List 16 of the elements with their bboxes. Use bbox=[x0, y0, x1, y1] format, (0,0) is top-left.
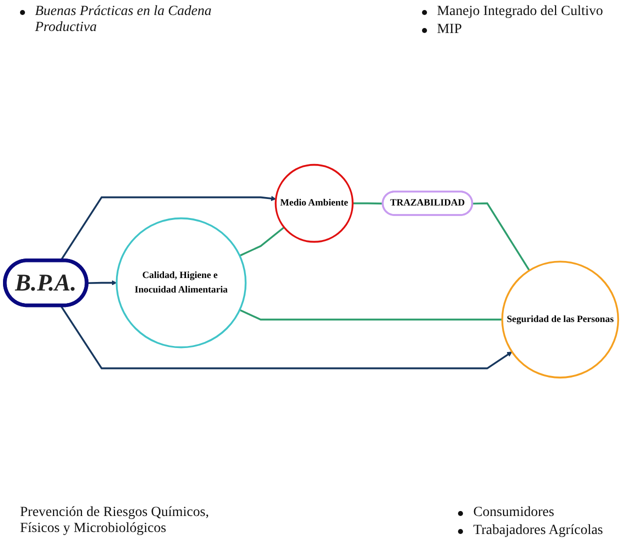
arrow bbox=[86, 280, 117, 286]
node-circle: Medio Ambiente bbox=[274, 164, 354, 244]
note-text: Prevención de Riesgos Químicos, Físicos y Microbiológicos bbox=[20, 505, 210, 537]
connector bbox=[239, 226, 285, 257]
bullet-text: MIP bbox=[436, 22, 462, 38]
connector bbox=[239, 309, 502, 321]
bullet-text: Buenas Prácticas en la Cadena Productiva bbox=[35, 4, 213, 36]
bullet-text: Manejo Integrado del Cultivo bbox=[436, 4, 603, 20]
arrow bbox=[60, 196, 276, 262]
connector bbox=[472, 202, 530, 272]
bullet-text: Consumidores bbox=[473, 505, 554, 521]
node-circle: Calidad, Higiene e Inocuidad Alimentaria bbox=[116, 218, 247, 349]
arrow bbox=[60, 305, 512, 370]
node-circle: Seguridad de las Personas bbox=[501, 261, 620, 379]
connector bbox=[352, 202, 383, 205]
bullet-text: Trabajadores Agrícolas bbox=[473, 523, 603, 539]
